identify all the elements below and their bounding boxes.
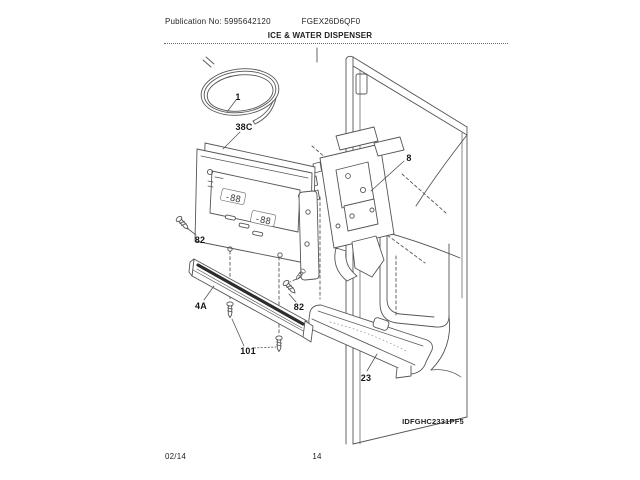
- water-tube-coil: [200, 68, 280, 116]
- lower-trim-strip: [188, 258, 314, 343]
- screw-82-right: [282, 279, 296, 294]
- svg-text:-88: -88: [224, 192, 242, 205]
- temp-display-lower: -88: [250, 210, 277, 228]
- callout-82-left: 82: [194, 235, 206, 245]
- callout-1: 1: [235, 92, 241, 102]
- callout-82-right: 82: [293, 302, 305, 312]
- temp-display-upper: -88: [220, 188, 247, 206]
- panel-side-bracket: [298, 190, 320, 281]
- screw-bracket: [295, 268, 306, 280]
- callout-38C: 38C: [235, 122, 253, 132]
- callout-101: 101: [240, 346, 256, 356]
- diagram-id-code: IDFGHC2331PF5: [402, 417, 464, 426]
- dispenser-module: [308, 126, 405, 282]
- page-title: ICE & WATER DISPENSER: [267, 31, 373, 40]
- screw-101-a: [226, 301, 234, 318]
- callout-23: 23: [360, 373, 372, 383]
- drip-tray: [308, 304, 433, 379]
- svg-text:-88: -88: [254, 214, 272, 227]
- footer-page-number: 14: [312, 452, 322, 461]
- model-number: FGEX26D6QF0: [301, 17, 361, 26]
- water-tube-tail: [202, 56, 277, 125]
- callout-4A: 4A: [195, 301, 207, 311]
- title-divider: [164, 43, 508, 44]
- callout-8: 8: [406, 153, 412, 163]
- dispenser-control-panel: -88 -88: [194, 142, 316, 265]
- panel-buttons: [225, 214, 264, 237]
- publication-number: Publication No: 5995642120: [165, 17, 271, 26]
- callout-leaders: [186, 99, 405, 372]
- footer-date: 02/14: [165, 452, 187, 461]
- screw-101-b: [275, 335, 283, 352]
